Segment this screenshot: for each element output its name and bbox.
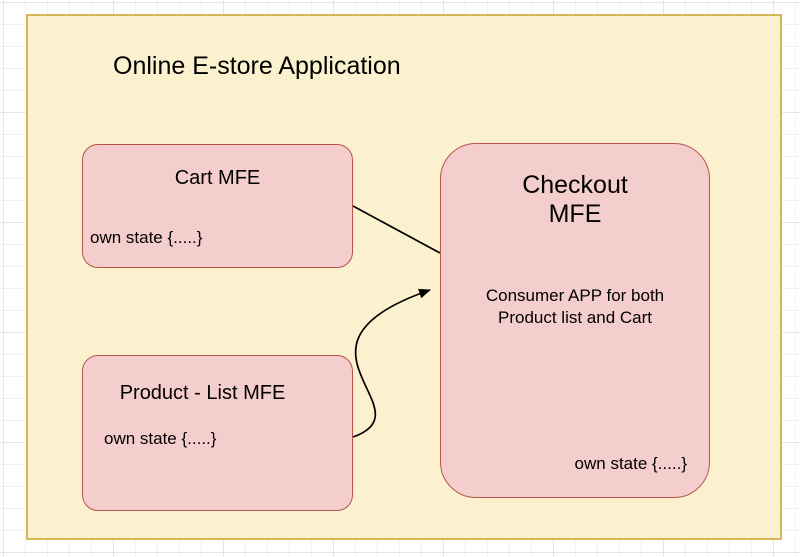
- node-checkout-mfe[interactable]: Checkout MFE Consumer APP for both Produ…: [440, 143, 710, 498]
- product-list-mfe-own-state-label: own state {.....}: [104, 429, 217, 448]
- cart-mfe-title: Cart MFE: [174, 167, 261, 189]
- cart-mfe-own-state-label: own state {.....}: [90, 228, 203, 247]
- product-list-mfe-title: Product - List MFE: [119, 382, 286, 404]
- checkout-mfe-title-line1: Checkout: [522, 171, 628, 199]
- node-product-list-mfe[interactable]: Product - List MFE own state {.....}: [82, 355, 353, 511]
- node-cart-mfe[interactable]: Cart MFE own state {.....}: [82, 144, 353, 268]
- checkout-mfe-description: Consumer APP for both Product list and C…: [441, 285, 709, 329]
- checkout-mfe-title: Checkout MFE: [441, 171, 709, 229]
- checkout-mfe-own-state-label: own state {.....}: [574, 454, 687, 473]
- checkout-mfe-description-line2: Product list and Cart: [497, 308, 652, 327]
- checkout-mfe-title-line2: MFE: [548, 200, 602, 228]
- diagram-title: Online E-store Application: [113, 52, 401, 80]
- cart-to-checkout-connector[interactable]: [352, 205, 441, 254]
- checkout-mfe-description-line1: Consumer APP for both: [485, 286, 665, 305]
- product-list-to-checkout-connector[interactable]: [352, 288, 431, 438]
